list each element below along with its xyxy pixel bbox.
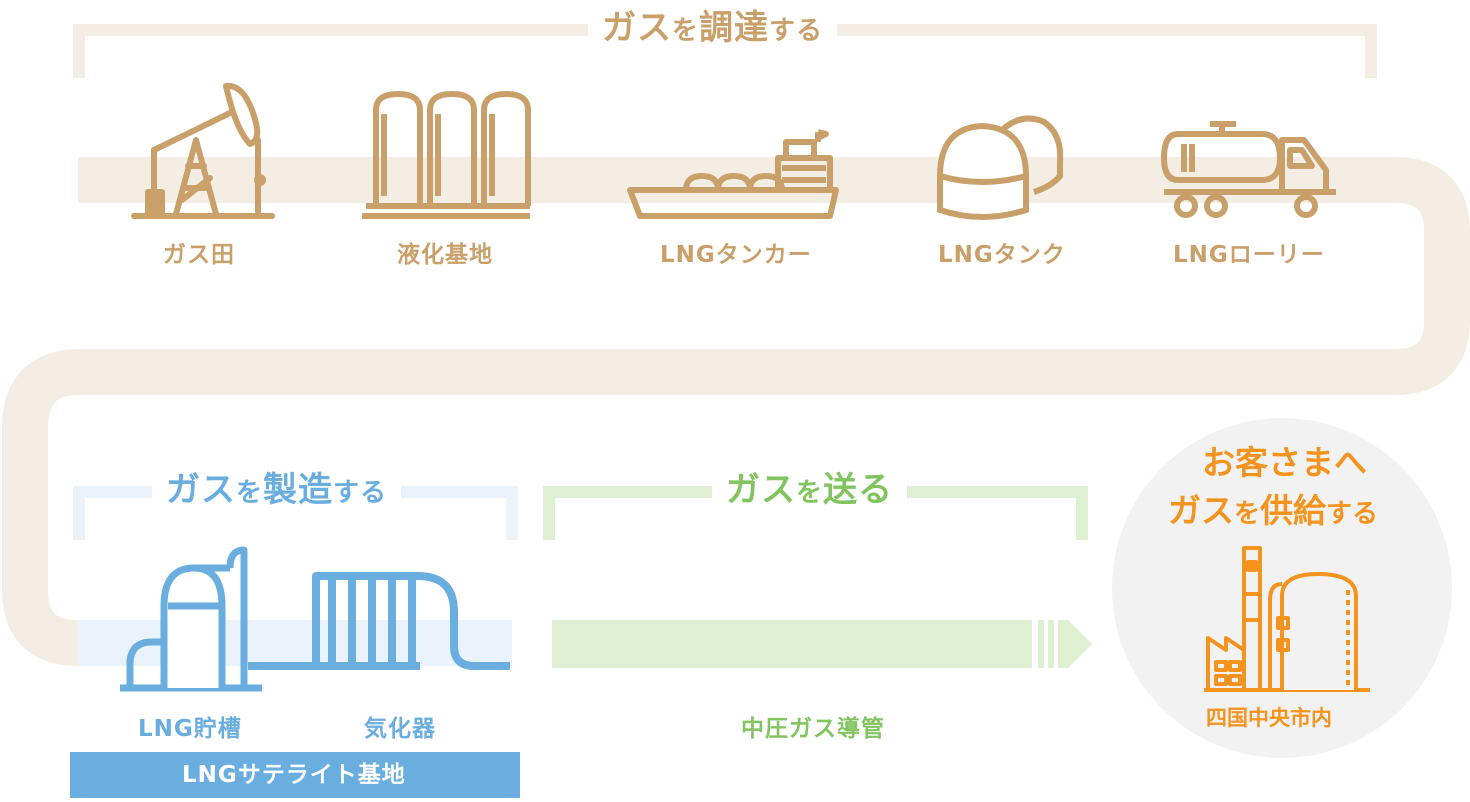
vaporizer-icon — [248, 572, 510, 670]
send-section-title: ガスを送る — [712, 473, 908, 507]
supply-title-line2: ガスを供給する — [1168, 491, 1379, 530]
lng-satellite-base-label: LNGサテライト基地 — [182, 762, 406, 788]
procurement-flow-ribbon — [2, 157, 1470, 666]
lng-storage-tank-icon — [120, 546, 262, 692]
tank-truck-icon — [1161, 121, 1336, 218]
shikokuchuo-city-label: 四国中央市内 — [1206, 706, 1332, 730]
factory-icon — [1204, 546, 1370, 692]
lng-tank-label: LNGタンク — [938, 242, 1066, 268]
lng-tanker-ship-icon — [627, 129, 839, 219]
medium-pressure-pipeline-label: 中圧ガス導管 — [741, 716, 885, 742]
lng-satellite-base-bar — [70, 752, 520, 798]
gas-field-label: ガス田 — [163, 242, 235, 268]
supply-title-line1: お客さまへ — [1202, 443, 1367, 482]
lng-tanker-label: LNGタンカー — [660, 242, 812, 268]
vaporizer-label: 気化器 — [364, 716, 436, 742]
liquefaction-base-label: 液化基地 — [397, 242, 493, 268]
liquefaction-tanks-icon — [362, 90, 531, 219]
manufacture-section-title: ガスを製造する — [152, 473, 402, 507]
lng-storage-tank-label: LNG貯槽 — [138, 716, 242, 742]
send-flow-arrow — [552, 620, 1092, 668]
lng-lorry-label: LNGローリー — [1173, 242, 1325, 268]
oil-pump-icon — [131, 82, 275, 219]
procure-section-title: ガスを調達する — [588, 11, 838, 45]
lng-dome-tank-icon — [937, 115, 1064, 220]
